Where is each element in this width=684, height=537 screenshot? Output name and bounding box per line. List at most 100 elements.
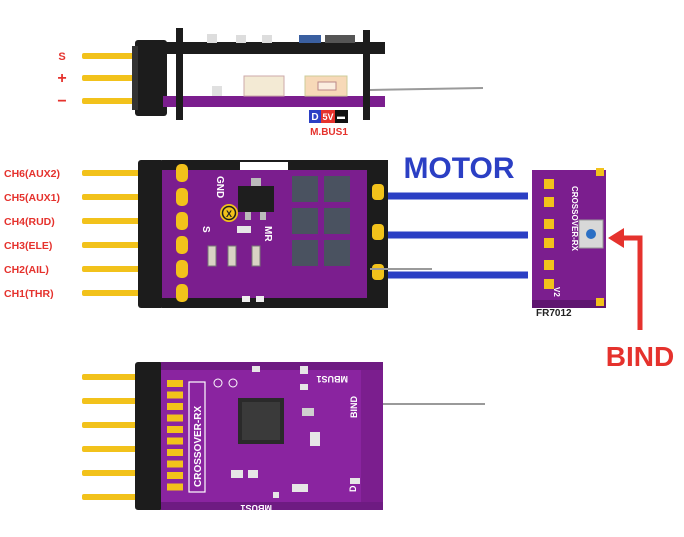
- bind-button[interactable]: [578, 219, 604, 249]
- side-mbus-socket-inner: [317, 81, 337, 91]
- channel-pad-6: [176, 284, 188, 302]
- regulator: [238, 186, 274, 212]
- channel-pads: [176, 164, 188, 302]
- bottom-name-frame: [188, 381, 206, 493]
- port-tag-5v: 5V: [322, 112, 333, 122]
- side-post-right: [363, 30, 370, 120]
- regulator-leg-2: [260, 212, 266, 220]
- bottom-pins: [82, 374, 140, 500]
- side-antenna: [369, 87, 484, 91]
- small-rx-pad-8: [596, 298, 604, 306]
- small-rx-name: CROSSOVER-RX: [570, 186, 579, 252]
- bind-arrow-line: [620, 235, 643, 330]
- silk-mr: MR: [262, 226, 273, 242]
- bottom-pad-8: [167, 460, 183, 468]
- bottom-view: CROSSOVER-RX MBUS1 MBUS1 BIND D: [82, 362, 485, 513]
- xk-logo-ring: [221, 205, 237, 221]
- bottom-smd-7: [310, 432, 320, 446]
- channel-pad-2: [176, 188, 188, 206]
- channel-pin-4: [82, 242, 142, 248]
- bottom-pin-5: [82, 470, 140, 476]
- channel-labels: CH6(AUX2)CH5(AUX1)CH4(RUD)CH3(ELE)CH2(AI…: [4, 168, 60, 300]
- port-tag-neg: ▬: [337, 112, 345, 121]
- small-rx-pad-5: [544, 260, 554, 270]
- bottom-pin-1: [82, 374, 140, 380]
- channel-label-1: CH6(AUX2): [4, 168, 60, 180]
- side-chip-1: [207, 34, 217, 43]
- small-rx-model: FR7012: [536, 308, 572, 319]
- channel-label-2: CH5(AUX1): [4, 192, 60, 204]
- side-label-signal: S: [58, 51, 65, 63]
- bottom-mcu-die: [242, 402, 280, 440]
- top-connector: [138, 160, 164, 308]
- side-post-left: [176, 28, 183, 120]
- side-connector: [135, 40, 167, 116]
- cap-4: [251, 245, 261, 267]
- side-chip-bottom: [212, 86, 222, 96]
- port-name: M.BUS1: [310, 127, 348, 138]
- small-rx: CROSSOVER-RX V2 FR7012: [532, 168, 606, 319]
- bottom-pad-3: [167, 403, 183, 410]
- side-connector-edge: [132, 46, 138, 110]
- side-header-white: [243, 75, 285, 97]
- bottom-right-rail: [361, 370, 383, 502]
- xk-logo-text: X: [226, 209, 232, 219]
- channel-pin-6: [82, 290, 142, 296]
- channel-pad-1: [176, 164, 188, 182]
- bottom-pad-4: [167, 414, 183, 422]
- small-rx-pad-6: [544, 279, 554, 289]
- port-tag-d-bg: [309, 110, 321, 123]
- channel-label-6: CH1(THR): [4, 288, 54, 300]
- bottom-smd-9: [302, 408, 314, 416]
- bottom-pin-2: [82, 398, 140, 404]
- cap-2: [207, 245, 217, 267]
- side-chip-3: [262, 35, 272, 43]
- side-pin-minus: [82, 98, 140, 104]
- top-pcb-bottom-edge: [162, 298, 388, 308]
- cap-1: [237, 226, 251, 233]
- ic-block-5: [292, 240, 318, 266]
- side-chip-2: [236, 35, 246, 43]
- bind-arrow-head-icon: [608, 228, 624, 248]
- motor-wires: MOTOR: [370, 152, 528, 279]
- bottom-smd-6: [292, 484, 308, 492]
- bottom-pcb-bottom-edge: [161, 502, 383, 510]
- top-right-pad-1: [372, 184, 384, 200]
- bottom-silk-mbus: MBUS1: [316, 374, 348, 384]
- regulator-tab: [251, 178, 261, 186]
- bottom-smd-8: [273, 492, 279, 498]
- port-tag-d: D: [311, 112, 318, 123]
- channel-label-5: CH2(AIL): [4, 264, 49, 276]
- bottom-smd-10: [350, 478, 360, 484]
- side-board-pcb: [163, 96, 385, 107]
- cap-6: [256, 296, 264, 302]
- bottom-pad-2: [167, 391, 183, 399]
- bottom-smd-1: [300, 366, 308, 374]
- side-pin-plus: [82, 75, 140, 81]
- ic-block-2: [324, 176, 350, 202]
- bottom-pin-6: [82, 494, 140, 500]
- bottom-smd-3: [252, 366, 260, 372]
- bottom-smd-5: [248, 470, 258, 478]
- top-right-pad-2: [372, 224, 384, 240]
- side-pin-signal: [82, 53, 140, 59]
- bind-button-dot-icon: [586, 229, 596, 239]
- bottom-marker-plus-icon: [213, 378, 223, 388]
- bottom-pin-4: [82, 446, 140, 452]
- bottom-silk-d: D: [348, 485, 358, 492]
- side-view: S + − D 5V ▬ M.BUS1: [57, 28, 484, 138]
- ic-block-1: [292, 176, 318, 202]
- bottom-pad-9: [167, 472, 183, 479]
- top-white-strip: [240, 162, 288, 170]
- channel-pin-2: [82, 194, 142, 200]
- side-label-plus: +: [57, 70, 66, 87]
- bottom-pad-6: [167, 437, 183, 445]
- top-right-pad-3: [372, 264, 384, 280]
- ic-block-4: [324, 208, 350, 234]
- side-chip-blue: [299, 35, 321, 43]
- cap-3: [227, 245, 237, 267]
- channel-pins: [82, 170, 142, 296]
- bottom-pin-3: [82, 422, 140, 428]
- motor-label: MOTOR: [403, 152, 514, 185]
